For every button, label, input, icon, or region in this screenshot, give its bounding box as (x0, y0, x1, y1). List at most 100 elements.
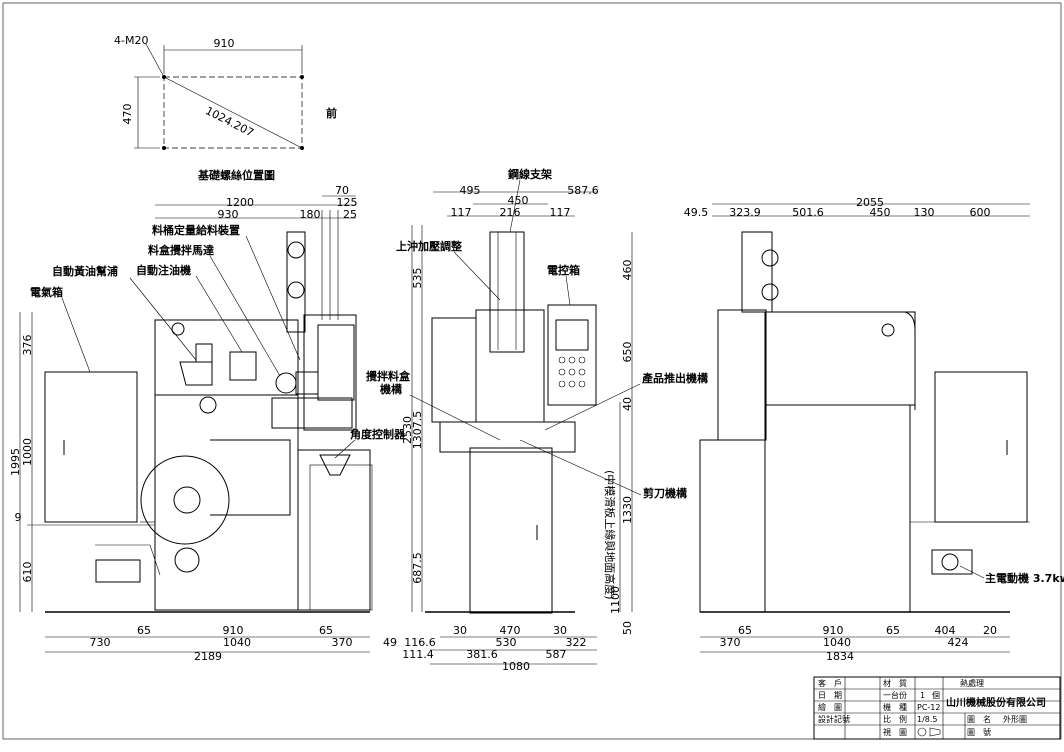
foundation-title: 基礎螺絲位置圖 (197, 168, 275, 182)
dim-5876: 587.6 (567, 184, 599, 197)
dim-1080: 1080 (502, 660, 530, 673)
dim-1166: 116.6 (404, 636, 436, 649)
dim-3816: 381.6 (466, 648, 498, 661)
front-view: 鋼線支架 上沖加壓調整 電控箱 攪拌料盒 機構 產品推出機構 剪刀機構 (中模滑… (366, 167, 708, 673)
foundation-plan: 4-M20 910 470 1024.207 前 基礎螺絲位置圖 (114, 34, 337, 182)
label-feeder: 料桶定量給料裝置 (152, 223, 240, 237)
dim-650: 650 (621, 342, 634, 363)
dim-495: 495 (460, 184, 481, 197)
label-angle-controller: 角度控制器 (350, 427, 406, 441)
dim-13075: 1307.5 (411, 411, 424, 450)
foundation-diagonal (163, 76, 303, 149)
dim-r-20: 20 (983, 624, 997, 637)
label-auto-grease: 自動黃油幫浦 (52, 264, 118, 278)
dim-450r: 450 (870, 206, 891, 219)
bolt-hole (300, 146, 304, 150)
dim-bottom-910: 910 (223, 624, 244, 637)
mixer-motor (275, 372, 297, 394)
dim-bottom-49: 49 (383, 636, 397, 649)
tb-drawer: 繪 圖 (818, 702, 842, 712)
control-panel (547, 304, 597, 406)
dim-450: 450 (508, 194, 529, 207)
dim-25: 25 (343, 208, 357, 221)
dim-r-1834: 1834 (826, 650, 854, 663)
label-main-motor: 主電動機 3.7kw (985, 571, 1064, 585)
tb-date: 日 期 (818, 691, 842, 700)
dim-r-404: 404 (935, 624, 956, 637)
tb-name: 外形圖 (1003, 714, 1027, 724)
tb-customer: 客 戶 (818, 678, 842, 688)
dim-5016: 501.6 (792, 206, 824, 219)
dim-r-65b: 65 (886, 624, 900, 637)
dim-535: 535 (411, 268, 424, 289)
label-mixer-motor: 料盒攪拌馬達 (148, 243, 214, 257)
dim-180: 180 (300, 208, 321, 221)
label-control-box: 電控箱 (547, 263, 580, 277)
dim-40: 40 (621, 397, 634, 411)
tb-drawing-no: 圖 號 (967, 727, 991, 737)
dim-376: 376 (21, 335, 34, 356)
dim-930: 930 (218, 208, 239, 221)
tb-heat-treat: 熱處理 (960, 678, 984, 688)
dim-610: 610 (21, 562, 34, 583)
left-side-view: 電氣箱 自動黃油幫浦 自動注油機 料盒攪拌馬達 料桶定量給料裝置 角度控制器 1… (9, 184, 406, 663)
tb-scale-label: 比 例 (883, 714, 907, 724)
dim-117a: 117 (451, 206, 472, 219)
label-electric-box: 電氣箱 (30, 285, 63, 299)
dim-70: 70 (335, 184, 349, 197)
dim-2055: 2055 (856, 196, 884, 209)
dim-2530: 2530 (401, 416, 414, 444)
tb-company: 山川機械股份有限公司 (946, 696, 1046, 709)
dim-495r: 49.5 (684, 206, 709, 219)
lower-cabinet (469, 447, 553, 614)
label-auto-oil: 自動注油機 (136, 263, 191, 277)
dim-587: 587 (546, 648, 567, 661)
foundation-rect (163, 76, 303, 149)
tb-quantity: 1 (920, 691, 925, 700)
dim-bottom-730: 730 (90, 636, 111, 649)
tb-quantity-label: 一台份 (883, 690, 907, 700)
projection-symbol-icon (917, 727, 941, 737)
dim-9: 9 (15, 511, 22, 524)
tb-design: 設計記號 (818, 714, 850, 724)
dim-bottom-1040: 1040 (223, 636, 251, 649)
dim-bottom-370: 370 (332, 636, 353, 649)
tb-model-label: 機 種 (883, 702, 907, 712)
front-marker: 前 (326, 106, 337, 120)
label-mechanism: 機構 (380, 382, 402, 396)
dim-130: 130 (914, 206, 935, 219)
bolt-hole (300, 75, 304, 79)
dim-bottom-65b: 65 (319, 624, 333, 637)
flywheel (140, 455, 230, 545)
dim-30b: 30 (553, 624, 567, 637)
dim-322: 322 (566, 636, 587, 649)
dim-1330: 1330 (621, 496, 634, 524)
grease-pump (195, 343, 213, 363)
foundation-diagonal-dim: 1024.207 (203, 104, 256, 139)
dim-6875: 687.5 (411, 552, 424, 584)
tb-model: PC-12 (917, 703, 940, 712)
right-side-view: 主電動機 3.7kw 2055 49.5 323.9 501.6 450 130… (684, 196, 1064, 663)
dim-1100: 1100 (609, 586, 622, 614)
dim-r-65a: 65 (738, 624, 752, 637)
dim-117b: 117 (550, 206, 571, 219)
dim-1000: 1000 (21, 438, 34, 466)
label-cutter: 剪刀機構 (643, 486, 687, 500)
dim-600: 600 (970, 206, 991, 219)
dim-r-424: 424 (948, 636, 969, 649)
main-motor (931, 549, 973, 575)
dim-1114: 111.4 (402, 648, 434, 661)
label-product-push: 產品推出機構 (641, 371, 708, 385)
right-electric-box (934, 371, 1028, 523)
dim-125: 125 (337, 196, 358, 209)
dim-50: 50 (621, 621, 634, 635)
bolt-hole (162, 146, 166, 150)
dim-1995: 1995 (9, 448, 22, 476)
label-wire-bracket: 鋼線支架 (507, 167, 552, 181)
tb-view-label: 視 圖 (883, 728, 907, 737)
tb-scale: 1/8.5 (917, 715, 938, 724)
dim-r-1040: 1040 (823, 636, 851, 649)
dim-r-910: 910 (823, 624, 844, 637)
dim-30a: 30 (453, 624, 467, 637)
